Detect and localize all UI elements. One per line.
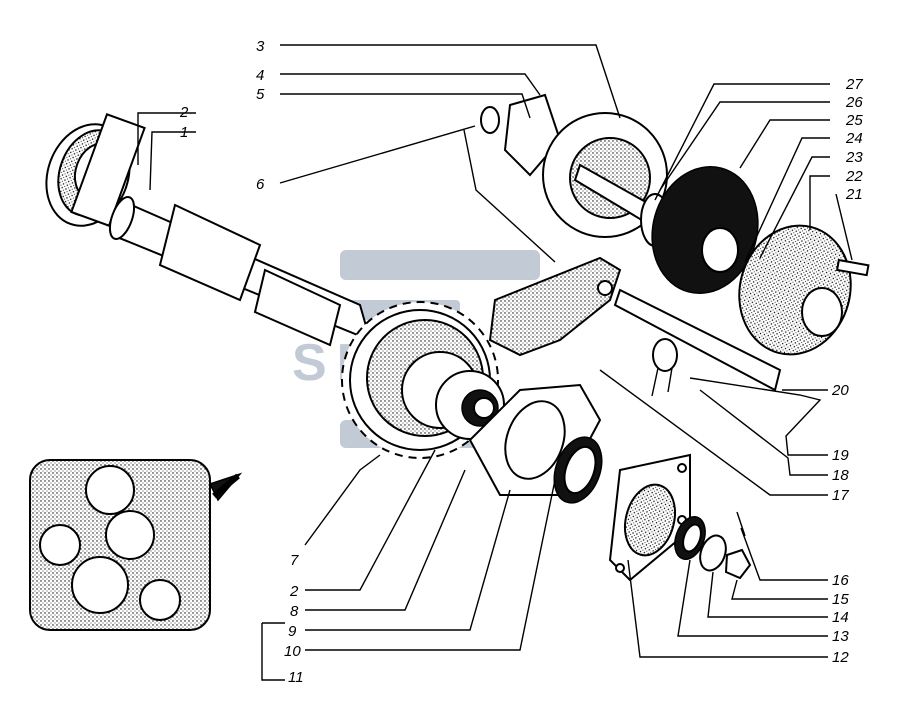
callout-10: 10 [284,643,301,660]
main-shaft [108,196,372,347]
spring-plate-assembly [480,93,670,247]
callout-2-top: 2 [179,104,189,121]
callout-22: 22 [845,168,863,185]
housing-flange [468,383,603,504]
large-gear [341,301,505,459]
callout-20: 20 [831,382,849,399]
callout-8: 8 [290,603,299,620]
callout-7: 7 [290,552,299,569]
callout-17: 17 [832,487,849,504]
callout-16: 16 [832,572,849,589]
callout-2-bottom: 2 [289,583,299,600]
cover-and-dome [651,165,870,356]
callout-21: 21 [845,186,863,203]
callout-19: 19 [832,447,849,464]
callout-15: 15 [832,591,849,608]
callout-23: 23 [845,149,863,166]
seal-washer-nut [674,511,752,580]
callout-3: 3 [256,38,265,55]
lever-bracket [488,256,782,397]
callout-9: 9 [288,623,297,640]
leader-lines [137,44,853,681]
callout-6: 6 [256,176,265,193]
callout-27: 27 [845,76,863,93]
bearing-part [45,113,146,227]
callout-5: 5 [256,86,265,103]
callout-18: 18 [832,467,849,484]
callout-13: 13 [832,628,849,645]
callout-11: 11 [288,669,304,686]
gearbox-inset [29,459,243,631]
callout-12: 12 [832,649,849,666]
callout-14: 14 [832,609,849,626]
output-flange [608,453,691,582]
callout-1: 1 [180,124,188,141]
callout-24: 24 [845,130,863,147]
callout-labels: 2 1 3 4 5 6 7 2 8 9 10 11 12 13 14 15 16… [179,38,863,686]
callout-25: 25 [845,112,863,129]
callout-4: 4 [256,67,264,84]
callout-26: 26 [845,94,863,111]
